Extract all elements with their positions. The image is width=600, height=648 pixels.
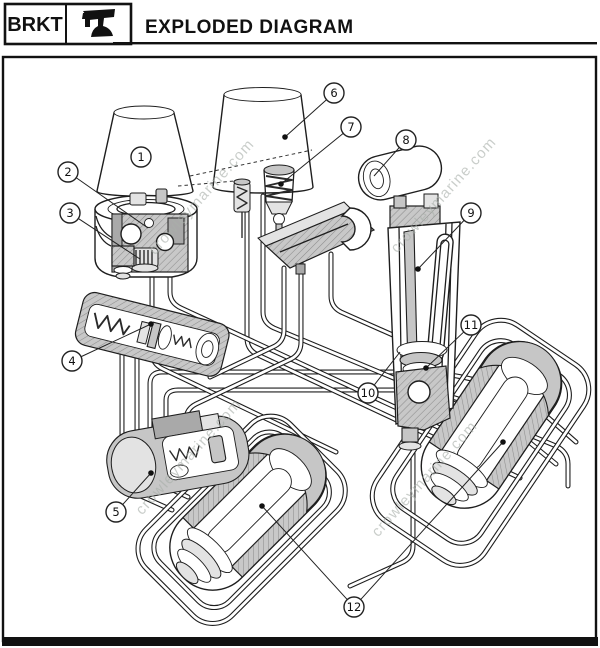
svg-text:8: 8 [402,133,409,147]
pump-valve-lower [111,245,135,267]
pivot-tube [357,145,443,201]
svg-text:10: 10 [361,386,376,400]
callout-9: 9 [415,202,482,272]
svg-text:3: 3 [66,206,73,220]
page-title: EXPLODED DIAGRAM [145,17,354,38]
svg-text:9: 9 [467,206,474,220]
callout-12: 12 [259,439,506,618]
callout-1: 1 [130,146,152,168]
valve-body-bar [74,291,230,377]
callout-2: 2 [57,161,149,229]
tilt-cylinder [387,193,461,451]
svg-text:5: 5 [112,505,119,519]
check-valve-small [233,178,251,238]
callout-10: 10 [357,351,401,404]
valve-manifold-block [257,201,376,275]
callout-3: 3 [59,202,141,260]
svg-text:4: 4 [68,354,75,368]
page-header: BRKT EXPLODED DIAGRAM [3,2,597,46]
trim-cylinder-left [135,413,348,626]
section-code-label: BRKT [7,14,63,36]
svg-text:1: 1 [137,150,144,164]
callout-8: 8 [373,129,417,177]
svg-text:2: 2 [64,165,71,179]
callout-6: 6 [282,82,345,140]
svg-text:11: 11 [464,318,479,332]
svg-text:6: 6 [330,86,337,100]
bracket-anvil-icon [82,9,115,37]
title-underline [113,42,597,45]
pump-assembly [94,188,198,280]
joint-collar-ring [340,207,372,251]
callout-4: 4 [61,321,154,372]
accumulator-cylinder [106,410,250,499]
svg-text:12: 12 [347,600,362,614]
callout-11: 11 [423,314,482,371]
frame-bottom-bar [2,637,598,646]
callout-5: 5 [105,470,154,523]
callout-7: 7 [278,116,362,187]
svg-text:7: 7 [347,120,354,134]
